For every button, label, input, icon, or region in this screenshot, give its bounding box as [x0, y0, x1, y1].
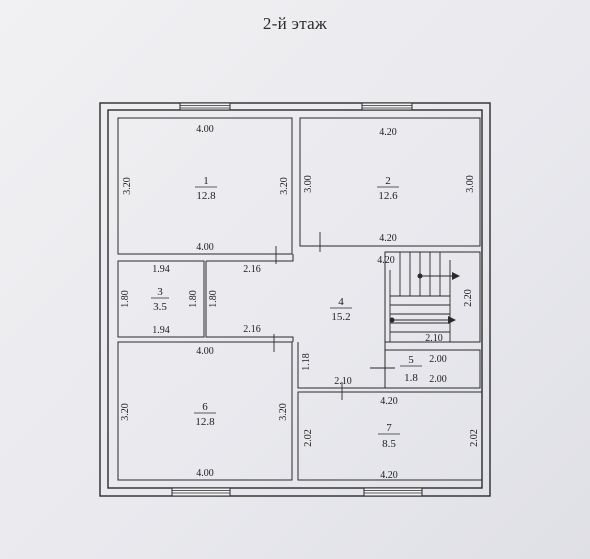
room-2-area: 12.6	[378, 190, 398, 202]
room-7-outline	[297, 391, 483, 481]
room-4-inner-dim: 1.80	[208, 290, 219, 308]
room-6-area: 12.8	[195, 416, 215, 428]
window-bottom-right	[363, 487, 423, 497]
room-1-left-dim: 3.20	[122, 177, 133, 195]
room-6-left-dim: 3.20	[120, 403, 131, 421]
room-4-left-walls	[205, 254, 294, 342]
room-3-area: 3.5	[153, 301, 167, 313]
window-top-right	[361, 102, 413, 111]
room-3-right-dim: 1.80	[188, 290, 199, 308]
room-6-top-dim: 4.00	[196, 346, 214, 357]
room-3-left-dim: 1.80	[120, 290, 131, 308]
room-4-left-lower-dim: 1.18	[301, 353, 312, 371]
room-7-top-dim: 4.20	[380, 396, 398, 407]
room-5-bottom-dim: 2.00	[429, 374, 447, 385]
room-4-stair-dim: 2.10	[425, 333, 443, 344]
room-2-right-dim: 3.00	[465, 175, 476, 193]
room-1-bottom-dim: 4.00	[196, 242, 214, 253]
room-4-top-right-dim: 4.20	[377, 255, 395, 266]
room-6-right-dim: 3.20	[278, 403, 289, 421]
outer-wall-inner	[107, 109, 483, 489]
room-3-outline	[117, 260, 205, 338]
room-4-area: 15.2	[331, 311, 350, 323]
room-6-number: 6	[202, 401, 208, 413]
room-7-area: 8.5	[382, 438, 396, 450]
floor-title: 2-й этаж	[262, 14, 328, 33]
room-2-outline	[299, 117, 481, 247]
room-2-number: 2	[385, 175, 391, 187]
room-6-bottom-dim: 4.00	[196, 468, 214, 479]
room-5-area: 1.8	[404, 372, 418, 384]
room-1-top-dim: 4.00	[196, 124, 214, 135]
room-3-number: 3	[157, 286, 163, 298]
room-5-top-dim: 2.00	[429, 354, 447, 365]
room-2-bottom-dim: 4.20	[379, 233, 397, 244]
room-1-area: 12.8	[196, 190, 216, 202]
room-2-left-dim: 3.00	[303, 175, 314, 193]
room-4-bottom-dim: 2.10	[334, 376, 352, 387]
room-3-bottom-dim: 1.94	[152, 325, 170, 336]
room-4-lower-walls	[297, 342, 385, 389]
room-7-left-dim: 2.02	[303, 429, 314, 447]
room-1-outline	[117, 117, 293, 255]
room-7-right-dim: 2.02	[469, 429, 480, 447]
room-5-number: 5	[408, 354, 414, 366]
room-5-outline	[384, 349, 481, 389]
door-markers	[273, 232, 395, 400]
window-bottom-left	[171, 487, 231, 497]
room-4-top-left-dim: 2.16	[243, 264, 261, 275]
room-6-outline	[117, 341, 293, 481]
window-top-left	[179, 102, 231, 111]
room-4-bottom-left-dim: 2.16	[243, 324, 261, 335]
room-4-right-dim: 2.20	[463, 289, 474, 307]
room-4-number: 4	[338, 296, 344, 308]
outer-wall-outer	[99, 102, 491, 497]
room-1-number: 1	[203, 175, 209, 187]
room-2-top-dim: 4.20	[379, 127, 397, 138]
room-3-top-dim: 1.94	[152, 264, 170, 275]
room-7-bottom-dim: 4.20	[380, 470, 398, 481]
room-1-right-dim: 3.20	[279, 177, 290, 195]
staircase	[389, 252, 460, 342]
room-7-number: 7	[386, 422, 392, 434]
